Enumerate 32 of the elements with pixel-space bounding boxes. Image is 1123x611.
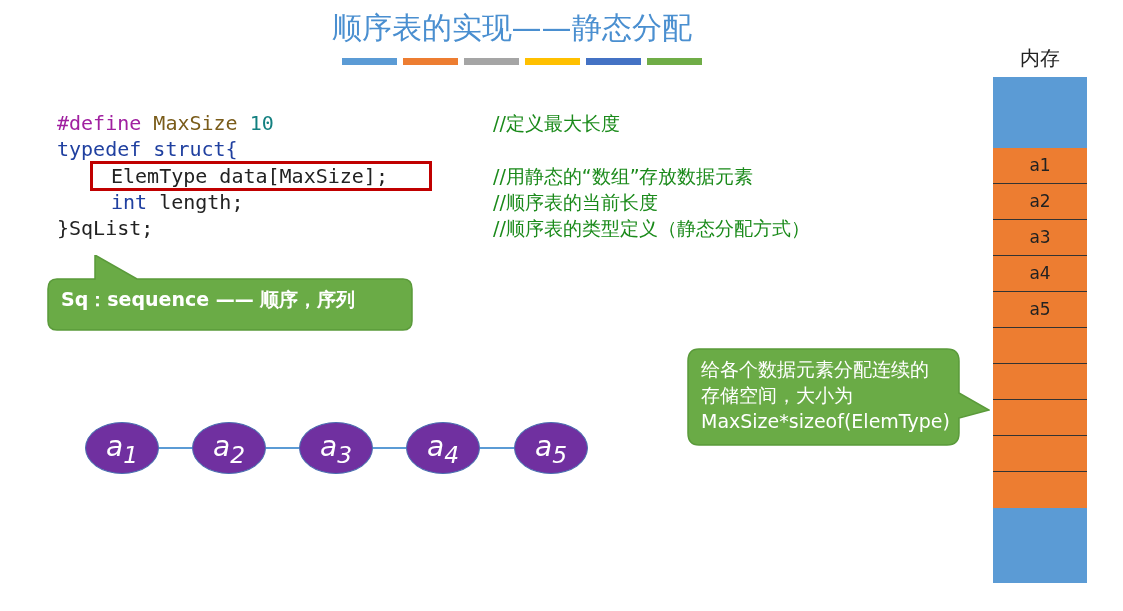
connector-line	[265, 447, 300, 449]
connector-line	[372, 447, 407, 449]
element-circle: a$_{1}$	[85, 422, 159, 474]
element-circle: a$_{5}$	[514, 422, 588, 474]
connector-line	[479, 447, 515, 449]
memory-cell	[993, 400, 1087, 436]
memory-cell	[993, 472, 1087, 508]
code-line: }SqList;	[57, 215, 154, 241]
code-comment: //用静态的“数组”存放数据元素	[493, 164, 754, 189]
speech-bubble: 给各个数据元素分配连续的存储空间，大小为MaxSize*sizeof(ElemType)	[687, 348, 990, 446]
speech-bubble: Sq：sequence —— 顺序，序列	[47, 255, 413, 331]
memory-cell: a3	[993, 220, 1087, 256]
memory-cell	[993, 436, 1087, 472]
element-circle: a$_{2}$	[192, 422, 266, 474]
slide-title: 顺序表的实现——静态分配	[330, 9, 693, 47]
code-line: #define MaxSize 10	[57, 110, 274, 136]
memory-heading: 内存	[1019, 45, 1061, 72]
highlight-box: ElemType data[MaxSize];	[90, 161, 432, 191]
code-line: int length;	[111, 189, 244, 215]
connector-line	[158, 447, 193, 449]
memory-cell: a5	[993, 292, 1087, 328]
memory-cell	[993, 328, 1087, 364]
memory-cell: a4	[993, 256, 1087, 292]
code-comment: //顺序表的类型定义（静态分配方式）	[493, 216, 810, 241]
element-circle: a$_{4}$	[406, 422, 480, 474]
code-comment: //顺序表的当前长度	[493, 190, 658, 215]
memory-cell: a1	[993, 148, 1087, 184]
element-circle: a$_{3}$	[299, 422, 373, 474]
memory-cell	[993, 364, 1087, 400]
code-line: typedef struct{	[57, 136, 238, 162]
code-comment: //定义最大长度	[493, 111, 620, 136]
memory-cell: a2	[993, 184, 1087, 220]
